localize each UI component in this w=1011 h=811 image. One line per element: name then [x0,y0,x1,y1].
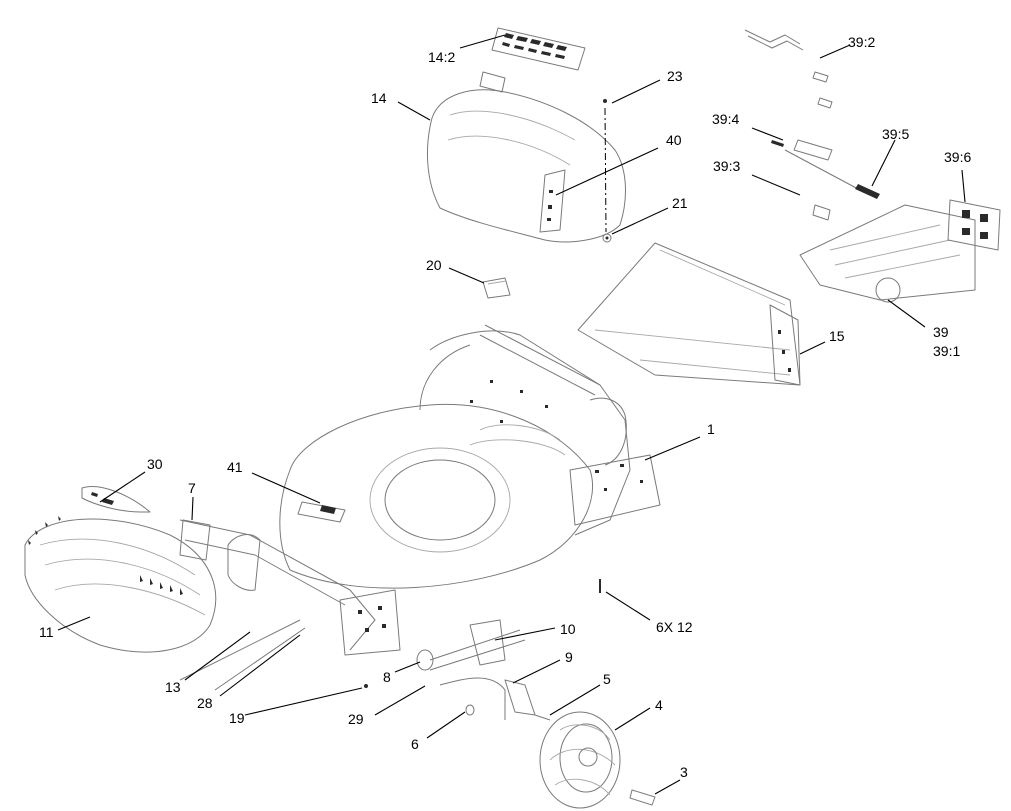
callout-1: 1 [707,421,715,437]
callout-13: 13 [165,679,181,695]
wheel-4 [539,711,621,809]
washer-21 [602,233,612,243]
rear-axle-assembly [179,519,401,691]
callout-3: 3 [680,764,688,780]
callout-40: 40 [666,132,682,148]
callout-7: 7 [188,480,196,496]
bracket-20 [482,277,511,299]
front-axle-assembly [364,619,551,721]
callout-19: 19 [229,710,245,726]
handle-assembly-39 [744,29,1001,303]
callout-29: 29 [348,711,364,727]
decal-30 [81,486,151,513]
callout-21: 21 [672,195,688,211]
callout-39-3: 39:3 [713,158,740,174]
callout-28: 28 [197,695,213,711]
callout-6x12: 6X 12 [656,619,693,635]
callout-4: 4 [655,697,663,713]
bolt-6x12 [599,579,601,593]
callout-39-6: 39:6 [944,149,971,165]
rear-cover-14 [426,71,626,243]
callout-39-4: 39:4 [712,111,739,127]
callout-39: 39 [933,324,949,340]
callout-14: 14 [371,90,387,106]
callout-14-2: 14:2 [428,49,455,65]
callout-5: 5 [603,671,611,687]
callout-6: 6 [411,736,419,752]
deck-housing-1 [279,324,661,589]
callout-10: 10 [560,621,576,637]
decal-41 [297,501,346,523]
callout-labels: 14:2 14 23 40 21 20 39:2 39:4 39:5 39:6 … [39,34,971,780]
callout-8: 8 [383,669,391,685]
decal-14-2 [491,27,586,71]
bolt-3 [629,789,656,806]
chute-15 [577,242,801,386]
callout-20: 20 [426,257,442,273]
callout-15: 15 [829,328,845,344]
callout-23: 23 [667,68,683,84]
callout-39-1: 39:1 [933,343,960,359]
callout-41: 41 [227,459,243,475]
grass-bag-11 [24,516,217,653]
callout-39-5: 39:5 [882,126,909,142]
callout-9: 9 [565,649,573,665]
leader-lines [57,34,966,795]
callout-11: 11 [39,624,54,640]
pin-23 [603,99,607,233]
callout-30: 30 [147,456,163,472]
callout-39-2: 39:2 [848,34,875,50]
